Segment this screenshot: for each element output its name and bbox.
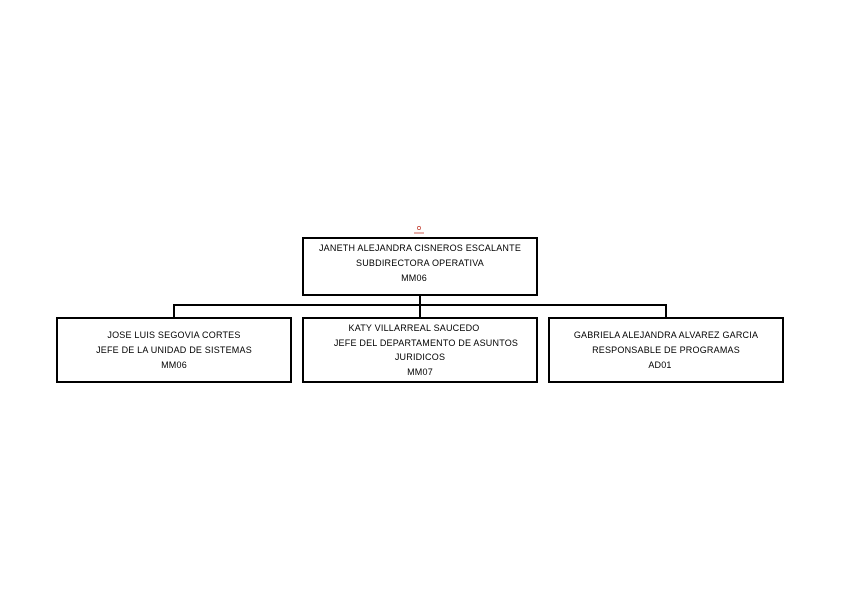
org-node-root: JANETH ALEJANDRA CISNEROS ESCALANTE SUBD…	[302, 237, 538, 296]
node-position-line2: JURIDICOS	[394, 352, 446, 362]
node-level: MM06	[161, 360, 187, 370]
small-red-logo-icon	[414, 226, 424, 234]
node-level: AD01	[648, 360, 672, 370]
node-name: KATY VILLARREAL SAUCEDO	[348, 323, 480, 333]
node-position: RESPONSABLE DE PROGRAMAS	[592, 345, 740, 355]
node-name: GABRIELA ALEJANDRA ALVAREZ GARCIA	[573, 330, 759, 340]
node-position-line1: JEFE DEL DEPARTAMENTO DE ASUNTOS	[333, 337, 519, 348]
node-position: SUBDIRECTORA OPERATIVA	[356, 258, 484, 268]
org-node-child-1: JOSE LUIS SEGOVIA CORTES JEFE DE LA UNID…	[56, 317, 292, 383]
node-name: JANETH ALEJANDRA CISNEROS ESCALANTE	[318, 243, 522, 253]
node-level: MM07	[407, 366, 433, 377]
org-node-child-2: KATY VILLARREAL SAUCEDO JEFE DEL DEPARTA…	[302, 317, 538, 383]
org-node-child-3: GABRIELA ALEJANDRA ALVAREZ GARCIA RESPON…	[548, 317, 784, 383]
node-position: JEFE DE LA UNIDAD DE SISTEMAS	[96, 345, 252, 355]
node-level: MM06	[401, 273, 427, 283]
node-name: JOSE LUIS SEGOVIA CORTES	[107, 330, 241, 340]
